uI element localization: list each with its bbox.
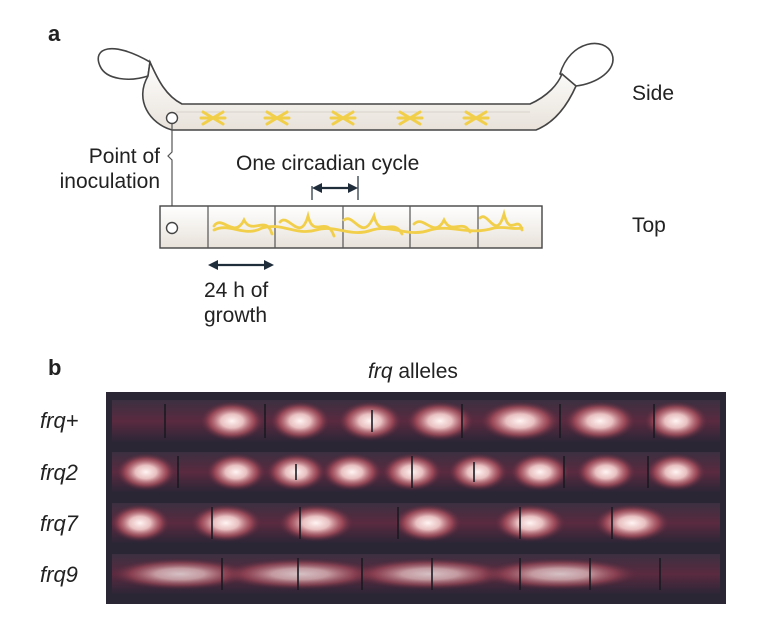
growth-label-line1: 24 h of: [204, 279, 268, 302]
growth-label-line2: growth: [204, 304, 267, 327]
panel-b-label: b: [48, 355, 61, 380]
inoculation-connector: [167, 124, 173, 224]
conidiation-band: [394, 504, 462, 542]
tube-left-bulb: [97, 47, 151, 80]
mycelium-star: [396, 110, 424, 126]
conidiation-band: [116, 453, 176, 491]
panel-b-title: frq alleles: [368, 360, 458, 383]
top-mycelium-growth: [212, 208, 524, 238]
conidiation-band: [510, 453, 570, 491]
conidiation-band: [646, 453, 706, 491]
side-label: Side: [632, 82, 674, 105]
conidiation-band: [110, 504, 170, 542]
conidiation-band: [200, 401, 264, 441]
conidiation-band: [576, 453, 636, 491]
conidiation-band: [494, 504, 566, 542]
mycelium-star: [199, 110, 227, 126]
conidiation-band: [322, 453, 382, 491]
inoculation-label-line1: Point of: [89, 145, 160, 168]
row-label-frq7: frq7: [40, 511, 79, 536]
panel-a-label: a: [48, 21, 61, 46]
growth-24h-arrow: [208, 260, 274, 270]
conidiation-band: [406, 401, 474, 441]
mycelium-star: [263, 110, 291, 126]
side-view-tube: [97, 42, 614, 131]
top-tube-body: [159, 205, 543, 249]
conidiation-band: [190, 504, 262, 542]
tube-right-bulb: [559, 42, 614, 87]
panel-b-title-rest: alleles: [393, 360, 458, 383]
inoculation-label-line2: inoculation: [60, 170, 160, 193]
bands-frq2: [116, 453, 706, 491]
conidiation-band: [278, 504, 354, 542]
diffuse-growth: [480, 558, 640, 590]
conidiation-band: [206, 453, 266, 491]
panel-a: a Side Point of inocula: [48, 21, 674, 327]
conidiation-band: [594, 504, 670, 542]
conidiation-band: [338, 401, 402, 441]
growth-marks: [164, 404, 661, 590]
bands-frq9: [110, 558, 640, 590]
conidiation-band: [270, 401, 330, 441]
top-view-tube: [159, 205, 543, 249]
conidiation-band: [448, 453, 508, 491]
side-mycelium-stars: [199, 110, 490, 126]
panel-b-title-italic: frq: [368, 360, 393, 383]
mycelium-star: [462, 110, 490, 126]
row-label-frq9: frq9: [40, 562, 78, 587]
inoculation-point-top: [165, 221, 179, 235]
diffuse-growth: [110, 558, 250, 590]
bands-frq-plus: [200, 401, 708, 441]
top-label: Top: [632, 214, 666, 237]
diffuse-growth: [350, 558, 510, 590]
row-label-frq-plus: frq+: [40, 408, 79, 433]
mycelium-star: [329, 110, 357, 126]
inoculation-point-side: [165, 111, 179, 125]
diffuse-growth: [220, 558, 380, 590]
row-label-frq2: frq2: [40, 460, 78, 485]
circadian-cycle-arrow: [311, 176, 359, 200]
conidiation-band: [480, 401, 560, 441]
circadian-cycle-label: One circadian cycle: [236, 152, 419, 175]
conidiation-band: [564, 401, 636, 441]
conidiation-band: [644, 401, 708, 441]
bands-frq7: [110, 504, 670, 542]
panel-b: b frq alleles: [40, 355, 726, 604]
